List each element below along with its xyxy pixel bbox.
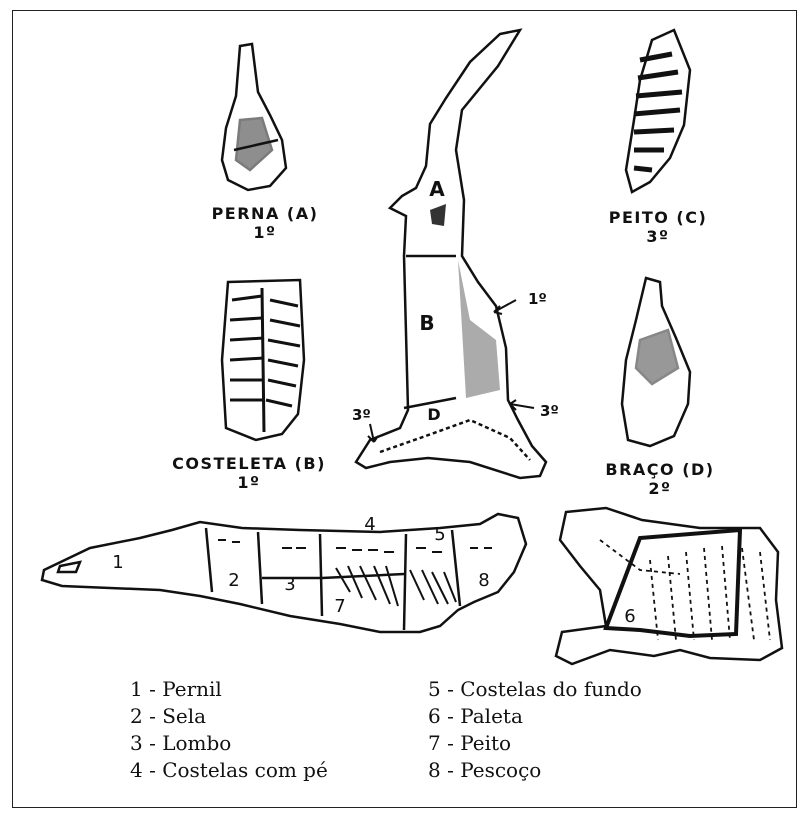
label-peito: PEITO (C) 3º <box>588 208 728 246</box>
legend-item: 6 - Paleta <box>428 703 642 730</box>
carcass-letter-d: D <box>427 405 440 424</box>
perna-cut-drawing <box>222 44 286 190</box>
legend-right: 5 - Costelas do fundo 6 - Paleta 7 - Pei… <box>428 676 642 784</box>
region-number-1: 1 <box>112 552 123 573</box>
legend-item: 2 - Sela <box>130 703 328 730</box>
label-perna-name: PERNA (A) <box>190 204 340 223</box>
region-number-5: 5 <box>434 524 445 545</box>
label-perna: PERNA (A) 1º <box>190 204 340 242</box>
label-costeleta-rank: 1º <box>160 473 338 492</box>
label-braco-name: BRAÇO (D) <box>590 460 730 479</box>
label-costeleta: COSTELETA (B) 1º <box>160 454 338 492</box>
region-number-8: 8 <box>478 570 489 591</box>
label-costeleta-name: COSTELETA (B) <box>160 454 338 473</box>
legend-item: 4 - Costelas com pé <box>130 757 328 784</box>
legend-item: 8 - Pescoço <box>428 757 642 784</box>
carcass-rank-1: 1º <box>528 290 547 308</box>
region-number-3: 3 <box>284 574 295 595</box>
label-perna-rank: 1º <box>190 223 340 242</box>
braco-cut-drawing <box>622 278 690 446</box>
region-number-6: 6 <box>624 606 635 627</box>
carcass-rank-3-left: 3º <box>352 406 371 424</box>
region-number-7: 7 <box>334 596 345 617</box>
legend-item: 1 - Pernil <box>130 676 328 703</box>
label-peito-rank: 3º <box>588 227 728 246</box>
region-number-4: 4 <box>364 514 375 535</box>
legend-left: 1 - Pernil 2 - Sela 3 - Lombo 4 - Costel… <box>130 676 328 784</box>
side-carcass-drawing <box>42 514 526 632</box>
carcass-letter-b: B <box>419 311 434 335</box>
costeleta-cut-drawing <box>222 280 304 440</box>
carcass-letter-a: A <box>429 177 445 201</box>
shoulder-drawing <box>556 508 782 664</box>
label-braco: BRAÇO (D) 2º <box>590 460 730 498</box>
carcass-rank-3-right: 3º <box>540 402 559 420</box>
region-number-2: 2 <box>228 570 239 591</box>
legend-item: 5 - Costelas do fundo <box>428 676 642 703</box>
label-braco-rank: 2º <box>590 479 730 498</box>
legend-item: 7 - Peito <box>428 730 642 757</box>
peito-cut-drawing <box>626 30 690 192</box>
label-peito-name: PEITO (C) <box>588 208 728 227</box>
carcass-drawing <box>356 30 546 478</box>
legend-item: 3 - Lombo <box>130 730 328 757</box>
